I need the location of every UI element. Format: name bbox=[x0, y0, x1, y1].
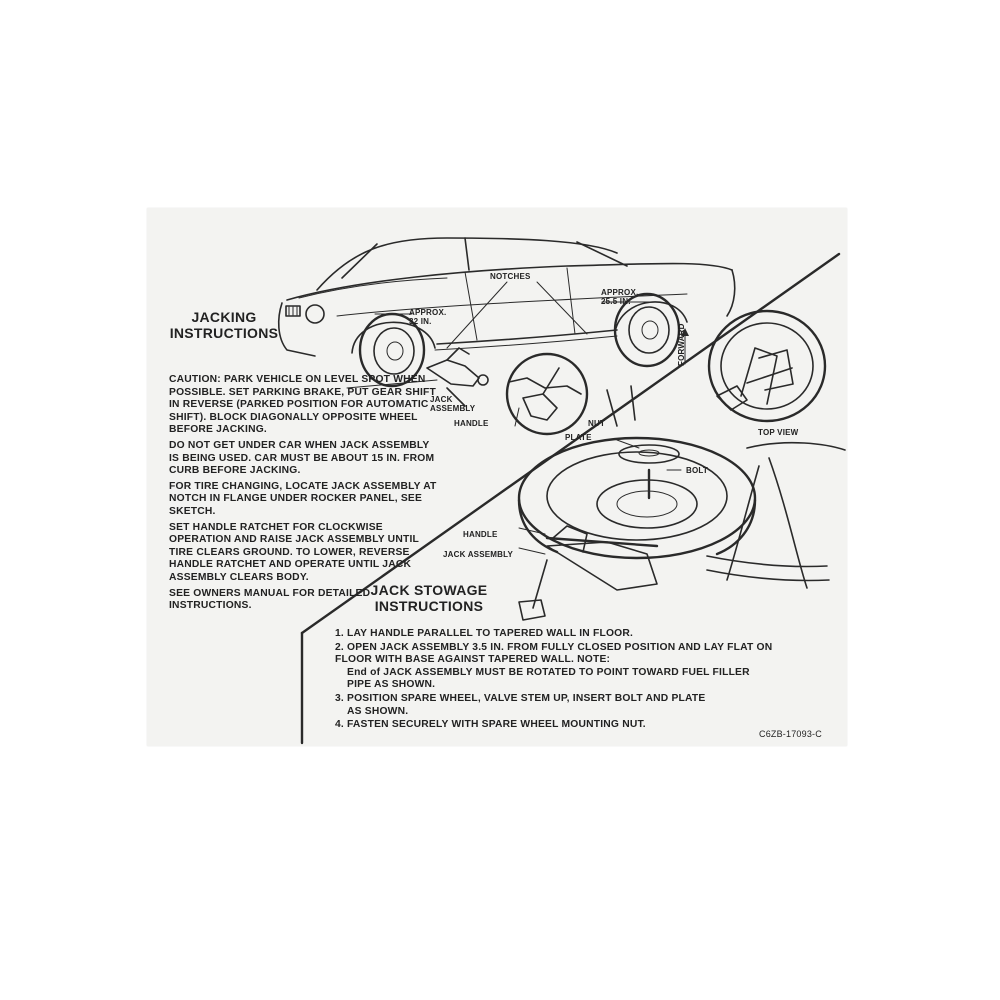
step-number: 2. bbox=[335, 641, 344, 653]
step-number: 3. bbox=[335, 692, 344, 704]
label-approx-32-line2: 32 IN. bbox=[409, 317, 432, 326]
stowage-steps-list: 1.LAY HANDLE PARALLEL TO TAPERED WALL IN… bbox=[335, 628, 775, 733]
jacking-instructions-text: CAUTION: PARK VEHICLE ON LEVEL SPOT WHEN… bbox=[169, 374, 439, 616]
notch-detail-illustration bbox=[505, 352, 589, 436]
stowage-step-3: 3.POSITION SPARE WHEEL, VALVE STEM UP, I… bbox=[335, 693, 775, 718]
jacking-title-line2: INSTRUCTIONS bbox=[169, 325, 279, 341]
decal-illustrations bbox=[277, 237, 846, 745]
label-approx-32-in: APPROX. 32 IN. bbox=[409, 308, 446, 326]
jacking-paragraph-owners-manual: SEE OWNERS MANUAL FOR DETAILED INSTRUCTI… bbox=[169, 587, 371, 612]
step-number: 1. bbox=[335, 628, 344, 639]
label-top-view: TOP VIEW bbox=[758, 428, 799, 437]
step-number: 4. bbox=[335, 719, 344, 731]
jack-under-car-illustration bbox=[426, 347, 489, 407]
stowage-step-1: 1.LAY HANDLE PARALLEL TO TAPERED WALL IN… bbox=[335, 628, 775, 641]
step-text: OPEN JACK ASSEMBLY 3.5 IN. FROM FULLY CL… bbox=[335, 641, 773, 666]
jack-stowage-title: JACK STOWAGE INSTRUCTIONS bbox=[359, 582, 499, 614]
label-bolt: BOLT bbox=[686, 466, 708, 475]
label-nut: NUT bbox=[588, 419, 606, 428]
step-subtext: AS SHOWN. bbox=[347, 705, 409, 717]
jacking-title-line1: JACKING bbox=[191, 309, 257, 325]
diagonal-divider bbox=[300, 252, 841, 635]
stowage-step-4: 4.FASTEN SECURELY WITH SPARE WHEEL MOUNT… bbox=[335, 719, 775, 732]
step-subtext: End of JACK ASSEMBLY MUST BE ROTATED TO … bbox=[347, 666, 750, 691]
label-jack-assembly-top-line1: JACK bbox=[430, 395, 453, 404]
jacking-paragraph-under-car: DO NOT GET UNDER CAR WHEN JACK ASSEMBLY … bbox=[169, 439, 435, 477]
jacking-paragraph-ratchet: SET HANDLE RATCHET FOR CLOCKWISE OPERATI… bbox=[169, 521, 419, 583]
top-view-illustration bbox=[681, 309, 827, 423]
spare-wheel-illustration bbox=[517, 385, 846, 621]
jacking-instructions-title: JACKING INSTRUCTIONS bbox=[169, 309, 279, 341]
step-text: LAY HANDLE PARALLEL TO TAPERED WALL IN F… bbox=[347, 628, 634, 639]
label-forward: FORWARD bbox=[677, 323, 686, 366]
label-handle-top: HANDLE bbox=[454, 419, 489, 428]
part-number: C6ZB-17093-C bbox=[759, 729, 822, 739]
stowage-title-line1: JACK STOWAGE bbox=[370, 582, 488, 598]
label-plate: PLATE bbox=[565, 433, 592, 442]
label-jack-assembly-top: JACK ASSEMBLY bbox=[430, 395, 475, 413]
label-approx-25-5-line1: APPROX. bbox=[601, 288, 639, 297]
label-approx-25-5-in: APPROX. 25.5 IN. bbox=[601, 288, 638, 306]
step-text: POSITION SPARE WHEEL, VALVE STEM UP, INS… bbox=[347, 692, 706, 704]
stowage-title-line2: INSTRUCTIONS bbox=[374, 598, 484, 614]
jacking-instruction-decal: JACKING INSTRUCTIONS CAUTION: PARK VEHIC… bbox=[147, 208, 847, 746]
label-jack-assembly-top-line2: ASSEMBLY bbox=[430, 404, 476, 413]
label-notches: NOTCHES bbox=[490, 272, 531, 281]
car-side-illustration bbox=[277, 237, 736, 389]
stowage-step-2: 2.OPEN JACK ASSEMBLY 3.5 IN. FROM FULLY … bbox=[335, 642, 775, 692]
label-approx-25-5-line2: 25.5 IN. bbox=[601, 297, 631, 306]
label-handle-bottom: HANDLE bbox=[463, 530, 498, 539]
jacking-paragraph-caution: CAUTION: PARK VEHICLE ON LEVEL SPOT WHEN… bbox=[169, 374, 436, 436]
step-text: FASTEN SECURELY WITH SPARE WHEEL MOUNTIN… bbox=[347, 719, 646, 731]
jacking-paragraph-tire-changing: FOR TIRE CHANGING, LOCATE JACK ASSEMBLY … bbox=[169, 480, 437, 517]
label-approx-32-line1: APPROX. bbox=[409, 308, 447, 317]
label-jack-assembly-bottom: JACK ASSEMBLY bbox=[443, 550, 514, 559]
